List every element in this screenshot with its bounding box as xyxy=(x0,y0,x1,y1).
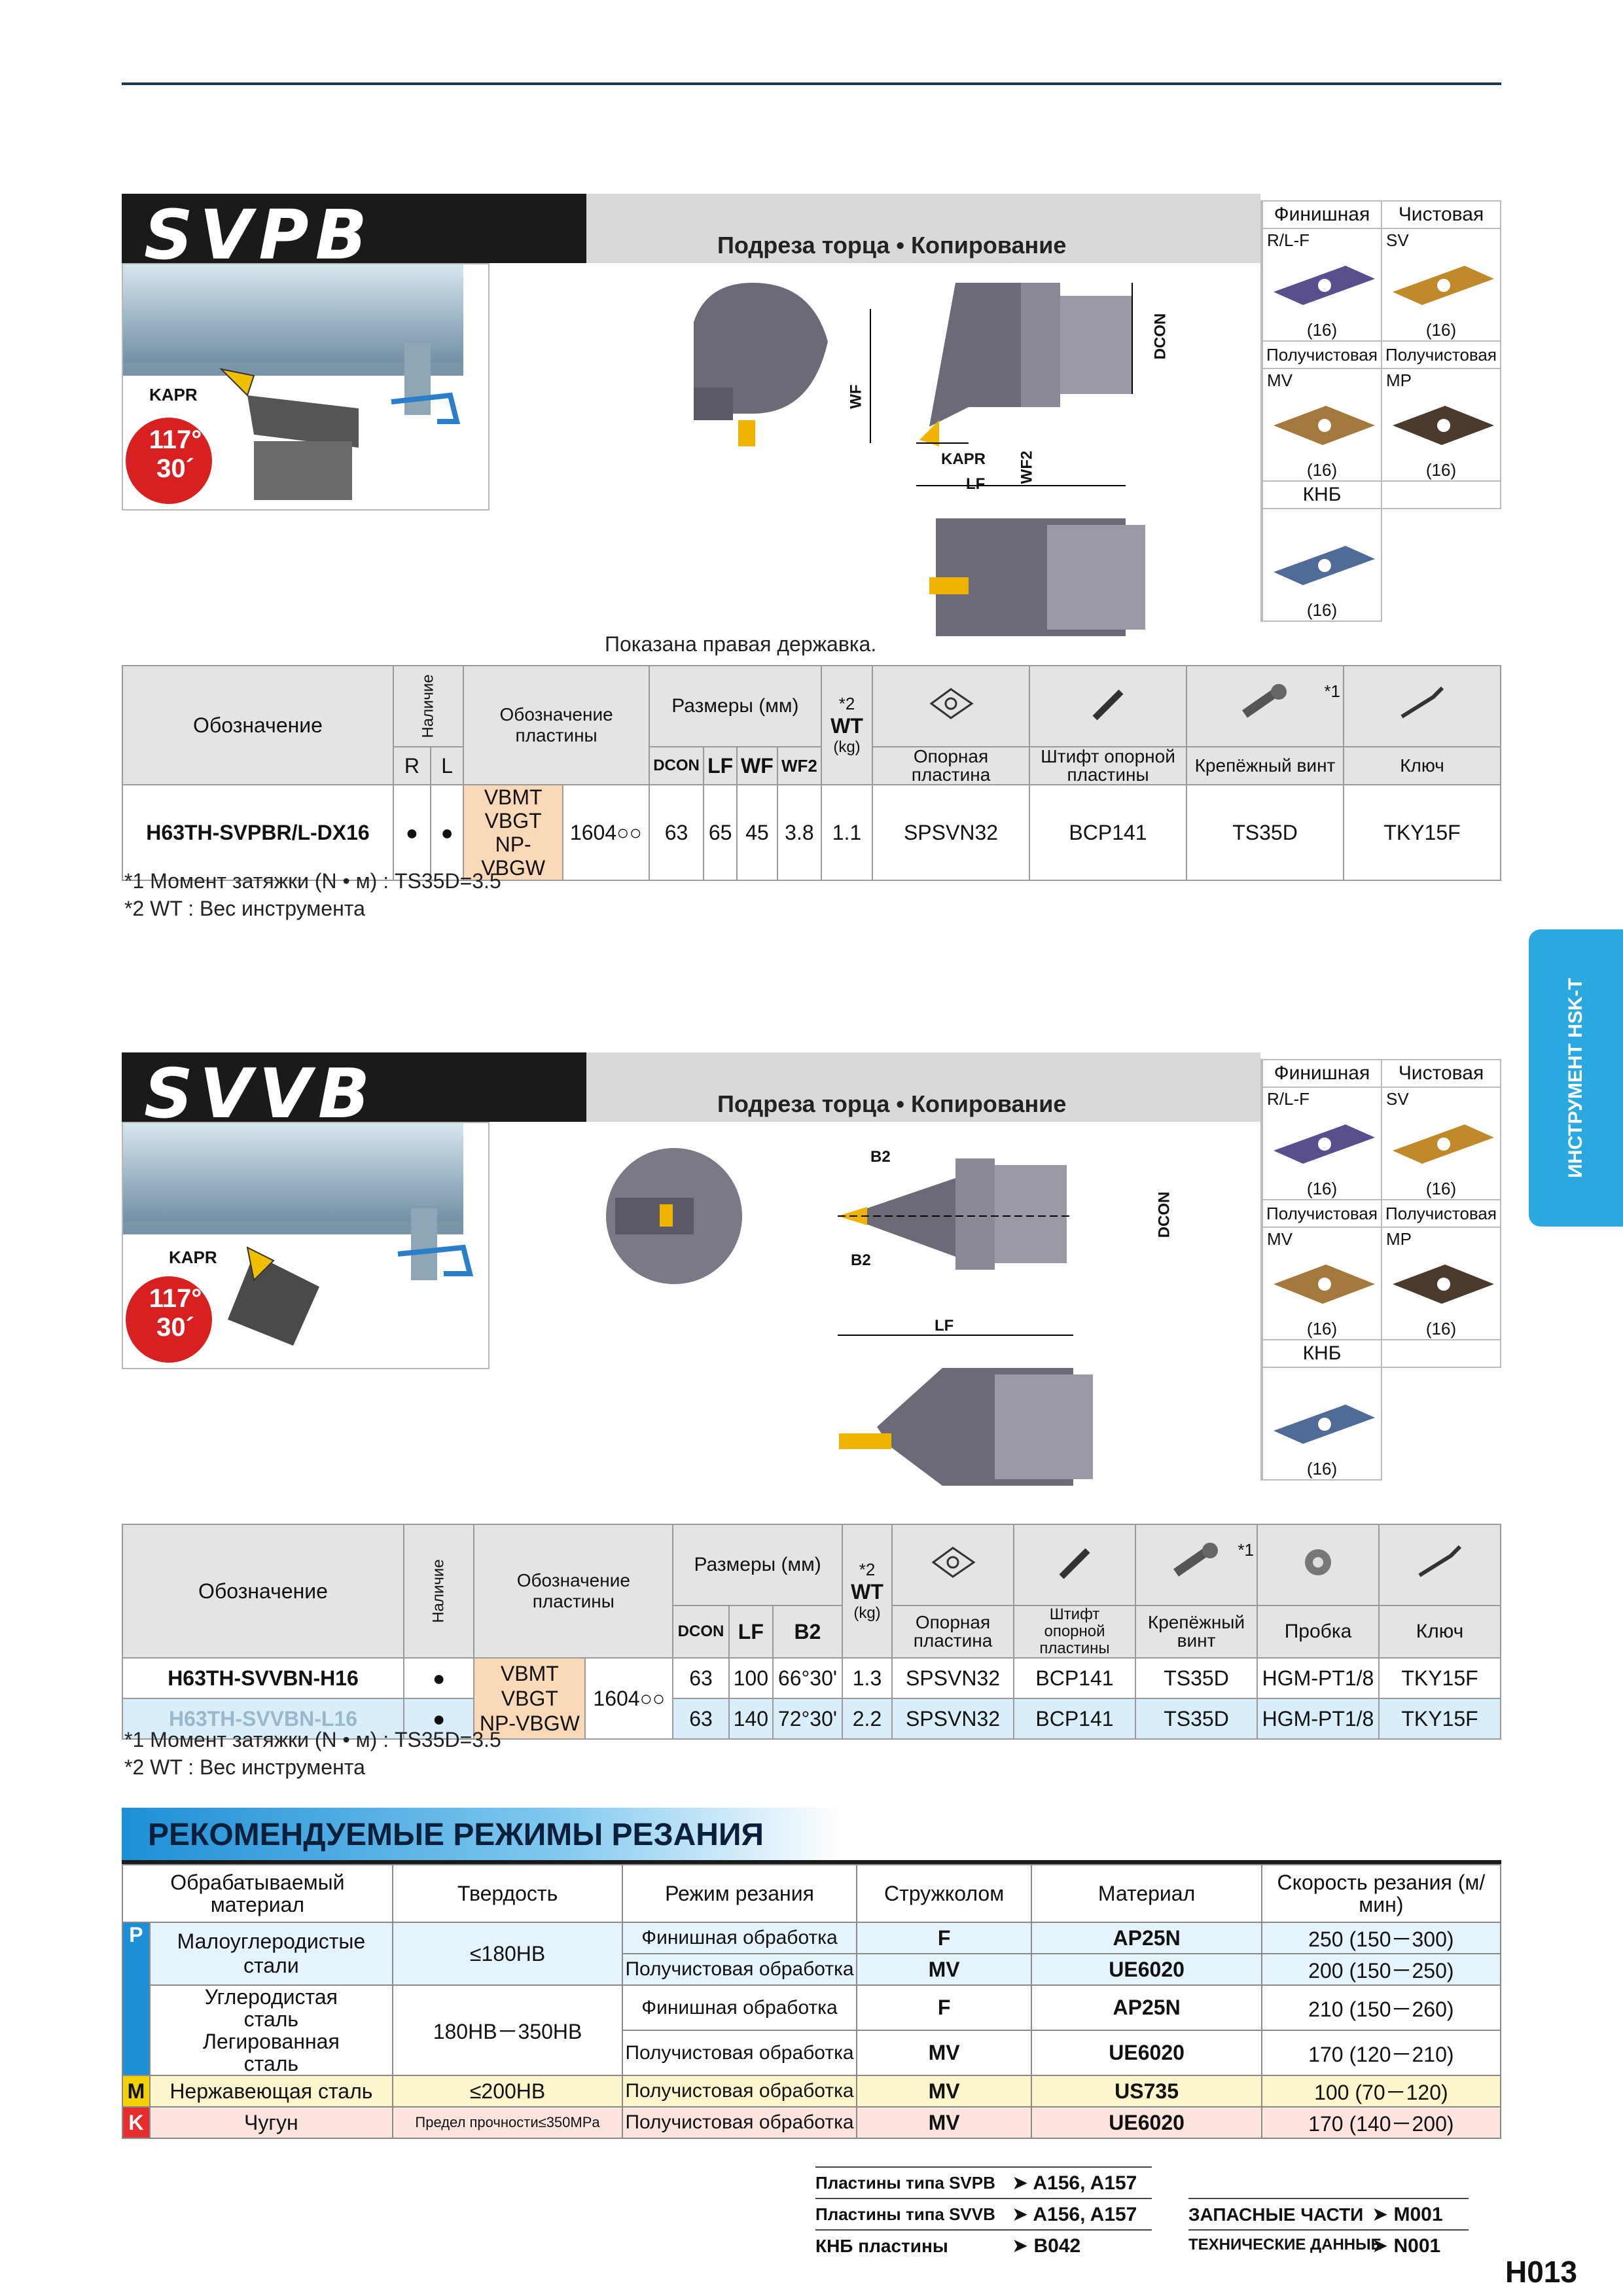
tool-photo-svvb xyxy=(122,1122,490,1369)
spec-table-svpb: Обозначение Наличие Обозначение пластины… xyxy=(122,665,1501,881)
dim-b2-top: B2 xyxy=(870,1148,891,1166)
part-icon-shim xyxy=(872,665,1030,747)
kapr-label: KAPR xyxy=(149,385,198,404)
drawing-caption: Показана правая державка. xyxy=(605,632,877,656)
insert-rlf[interactable]: R/L-F (16) xyxy=(1262,228,1382,342)
insert-rlf[interactable]: R/L-F (16) xyxy=(1262,1087,1382,1200)
ref-link-cbn[interactable]: КНБ пластины ➤ B042 xyxy=(815,2235,1081,2257)
technical-drawing-svpb xyxy=(681,270,1257,662)
spec-table-svvb: Обозначение Наличие Обозначение пластины… xyxy=(122,1524,1501,1740)
dim-lf: LF xyxy=(966,475,986,493)
insert-header-finish: Финишная xyxy=(1262,200,1382,229)
insert-mp[interactable]: MP (16) xyxy=(1381,368,1501,482)
note-2: *2 WT : Вес инструмента xyxy=(124,1755,365,1779)
table-row[interactable]: M Нержавеющая сталь ≤200HB Получистовая … xyxy=(122,2075,1502,2108)
ref-link-svpb[interactable]: Пластины типа SVPB ➤ A156, A157 xyxy=(815,2172,1137,2194)
cutting-conditions-table: Обрабатываемый материал Твердость Режим … xyxy=(122,1864,1502,2139)
technical-drawing-svvb xyxy=(602,1139,1257,1518)
angle-badge: 117°30´ xyxy=(149,1284,202,1342)
cutting-conditions-title: РЕКОМЕНДУЕМЫЕ РЕЖИМЫ РЕЗАНИЯ xyxy=(122,1808,842,1860)
title-rule xyxy=(122,1860,1501,1864)
ref-link-svvb[interactable]: Пластины типа SVVB ➤ A156, A157 xyxy=(815,2204,1137,2225)
insert-mv[interactable]: MV (16) xyxy=(1262,368,1382,482)
ref-link-tech-data[interactable]: ТЕХНИЧЕСКИЕ ДАННЫЕ ➤ N001 xyxy=(1188,2235,1441,2257)
note-1: *1 Момент затяжки (N • м) : TS35D=3.5 xyxy=(124,1728,501,1751)
table-row[interactable]: P Малоуглеродистые стали ≤180HB Финишная… xyxy=(122,1922,1502,2076)
insert-sv[interactable]: SV (16) xyxy=(1381,1087,1501,1200)
section-subtitle: Подреза торца • Копирование xyxy=(586,1052,1260,1122)
part-icon-plug xyxy=(1257,1524,1380,1606)
insert-panel-svvb: Финишная Чистовая R/L-F (16) SV (16) Пол… xyxy=(1260,1059,1501,1480)
part-icon-pin xyxy=(1013,1524,1136,1606)
insert-mv[interactable]: MV (16) xyxy=(1262,1227,1382,1340)
tool-photo-svpb xyxy=(122,263,490,511)
insert-sv[interactable]: SV (16) xyxy=(1381,228,1501,342)
table-row[interactable]: K Чугун Предел прочности≤350MPa Получист… xyxy=(122,2106,1502,2139)
section-header-svvb: SVVB Подреза торца • Копирование xyxy=(122,1052,1260,1134)
table-row[interactable]: H63TH-SVVBN-L16 ● 63 140 72°30' 2.2 SPSV… xyxy=(122,1698,1501,1740)
table-row[interactable]: Получистовая обработка MV UE6020 170 (12… xyxy=(122,2030,1502,2076)
footer-refs-left: Пластины типа SVPB ➤ A156, A157 Пластины… xyxy=(815,2166,1152,2261)
table-row[interactable]: H63TH-SVPBR/L-DX16 ● ● VBMT VBGT NP-VBGW… xyxy=(122,784,1501,881)
dim-dcon: DCON xyxy=(1155,1191,1173,1238)
section-header-svpb: SVPB Подреза торца • Копирование xyxy=(122,194,1260,275)
dim-wf: WF xyxy=(847,384,865,409)
part-icon-pin xyxy=(1029,665,1187,747)
dim-lf: LF xyxy=(935,1317,954,1335)
side-tab-hsk-t[interactable]: ИНСТРУМЕНТ HSK-T xyxy=(1529,929,1623,1227)
page-number: H013 xyxy=(1505,2255,1577,2289)
kapr-label: KAPR xyxy=(169,1247,217,1267)
part-icon-key xyxy=(1378,1524,1501,1606)
section-subtitle: Подреза торца • Копирование xyxy=(586,194,1260,263)
dim-dcon: DCON xyxy=(1151,313,1169,360)
insert-panel-svpb: Финишная Чистовая R/L-F (16) SV (16) Пол… xyxy=(1260,200,1501,622)
note-1: *1 Момент затяжки (N • м) : TS35D=3.5 xyxy=(124,869,501,893)
top-rule xyxy=(122,82,1501,85)
product-logo: SVVB xyxy=(122,1052,586,1134)
insert-cbn[interactable]: (16) xyxy=(1262,509,1382,622)
insert-header-cbn: КНБ xyxy=(1262,480,1382,509)
note-2: *2 WT : Вес инструмента xyxy=(124,897,365,920)
part-icon-screw: *1 xyxy=(1135,1524,1258,1606)
insert-mp[interactable]: MP (16) xyxy=(1381,1227,1501,1340)
part-icon-key xyxy=(1343,665,1501,747)
angle-badge: 117°30´ xyxy=(149,425,202,483)
footer-refs-right: ЗАПАСНЫЕ ЧАСТИ ➤ M001 ТЕХНИЧЕСКИЕ ДАННЫЕ… xyxy=(1188,2198,1469,2261)
dim-b2-bottom: B2 xyxy=(851,1251,871,1269)
product-logo: SVPB xyxy=(122,194,586,275)
table-row[interactable]: Углеродистая сталь Легированная сталь 18… xyxy=(122,1984,1502,2076)
part-icon-screw: *1 xyxy=(1186,665,1344,747)
ref-link-spare-parts[interactable]: ЗАПАСНЫЕ ЧАСТИ ➤ M001 xyxy=(1188,2204,1443,2225)
insert-header-semifinish: Чистовая xyxy=(1381,200,1501,229)
part-icon-shim xyxy=(891,1524,1014,1606)
table-row[interactable]: H63TH-SVVBN-H16 ● VBMT VBGT NP-VBGW 1604… xyxy=(122,1657,1501,1740)
dim-kapr: KAPR xyxy=(941,450,986,468)
dim-wf2: WF2 xyxy=(1018,450,1036,484)
insert-cbn[interactable]: (16) xyxy=(1262,1367,1382,1480)
